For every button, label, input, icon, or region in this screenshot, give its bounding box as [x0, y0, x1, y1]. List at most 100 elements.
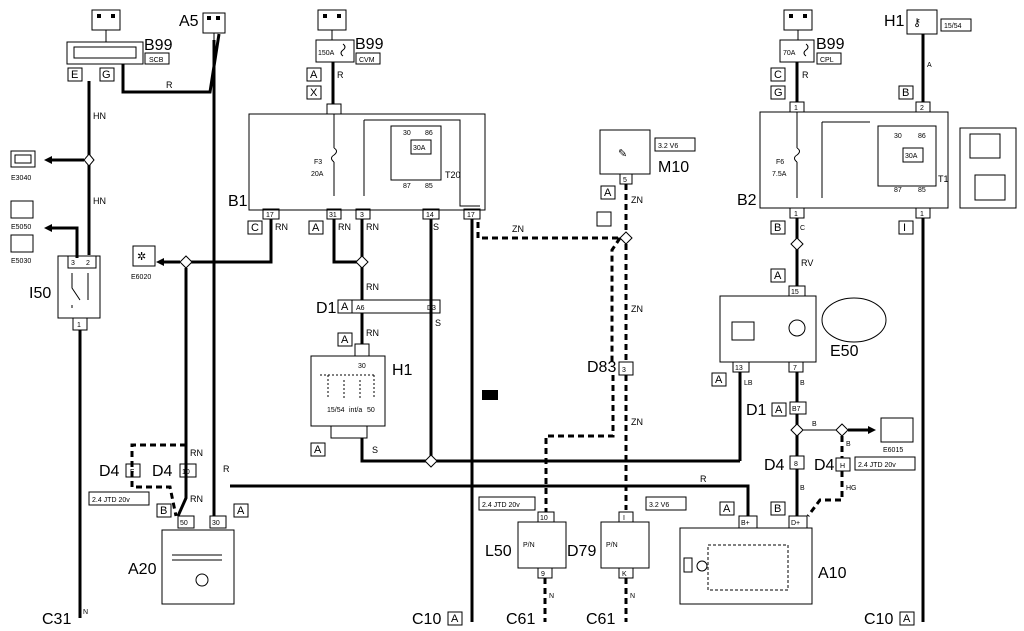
e50-inset [821, 297, 887, 343]
svg-text:A: A [341, 301, 349, 313]
svg-text:HG: HG [846, 485, 857, 492]
b2-box [759, 111, 949, 209]
b2-label: B2 [737, 192, 757, 209]
svg-text:C: C [800, 225, 805, 232]
svg-text:ZN: ZN [631, 195, 643, 205]
e50-box [719, 295, 817, 363]
svg-text:ZN: ZN [631, 304, 643, 314]
svg-text:3: 3 [622, 367, 626, 374]
d79-label: D79 [567, 543, 596, 560]
svg-text:3: 3 [71, 260, 75, 267]
d83-label: D83 [587, 359, 616, 376]
svg-text:T1: T1 [938, 174, 949, 184]
m10-label: M10 [658, 159, 689, 176]
svg-text:17: 17 [266, 212, 274, 219]
svg-text:RN: RN [190, 494, 203, 504]
svg-text:A: A [723, 503, 731, 515]
b99-mid-label: B99 [355, 36, 384, 53]
svg-text:B7: B7 [792, 406, 801, 413]
d4-right2-label: D4 [814, 457, 835, 474]
svg-text:B: B [774, 503, 781, 515]
i50-switch [57, 255, 101, 319]
battery-icon-mid [317, 9, 347, 31]
svg-text:2: 2 [86, 260, 90, 267]
conn-e: E [71, 69, 78, 81]
svg-text:N: N [549, 593, 554, 600]
svg-text:R: R [223, 464, 230, 474]
svg-text:A: A [312, 222, 320, 234]
svg-text:✲: ✲ [137, 251, 146, 263]
svg-text:RN: RN [366, 282, 379, 292]
svg-text:B: B [800, 485, 805, 492]
svg-text:HN: HN [93, 196, 106, 206]
ground-icon [482, 390, 498, 400]
svg-text:5: 5 [623, 177, 627, 184]
svg-text:8: 8 [794, 461, 798, 468]
svg-text:✎: ✎ [618, 148, 627, 160]
svg-text:ZN: ZN [512, 224, 524, 234]
svg-text:9: 9 [541, 571, 545, 578]
svg-text:CPL: CPL [820, 57, 834, 64]
d4-left2-label: D4 [152, 463, 173, 480]
l50-label: L50 [485, 543, 512, 560]
svg-text:A: A [604, 187, 612, 199]
svg-text:B: B [160, 505, 167, 517]
c10-right-label: C10 [864, 611, 893, 628]
e3040-icon [10, 150, 36, 168]
h1-mid-label: H1 [392, 362, 413, 379]
relay-t1 [877, 125, 937, 187]
svg-text:C: C [251, 222, 259, 234]
scb-tag: SCB [149, 57, 164, 64]
b99-right-label: B99 [816, 36, 845, 53]
svg-text:⚷: ⚷ [913, 17, 921, 29]
svg-text:2.4 JTD 20v: 2.4 JTD 20v [92, 497, 130, 504]
svg-text:14: 14 [426, 212, 434, 219]
e6020-label: E6020 [131, 274, 151, 281]
svg-text:15/54: 15/54 [327, 407, 345, 414]
svg-text:87: 87 [403, 183, 411, 190]
svg-text:70A: 70A [783, 50, 796, 57]
svg-text:15: 15 [791, 289, 799, 296]
svg-text:P/N: P/N [523, 542, 535, 549]
svg-text:F3: F3 [314, 159, 322, 166]
svg-text:RN: RN [338, 222, 351, 232]
svg-text:B: B [800, 380, 805, 387]
a10-alternator [679, 527, 813, 605]
svg-text:HN: HN [93, 111, 106, 121]
svg-text:B: B [774, 222, 781, 234]
h1-top-label: H1 [884, 13, 905, 30]
svg-text:A: A [310, 69, 318, 81]
d4-left1-label: D4 [99, 463, 120, 480]
svg-text:A: A [927, 62, 932, 69]
svg-text:N: N [83, 609, 88, 616]
svg-text:S: S [433, 222, 439, 232]
svg-text:I: I [623, 515, 625, 522]
svg-text:3: 3 [360, 212, 364, 219]
svg-text:A: A [314, 444, 322, 456]
svg-text:86: 86 [425, 130, 433, 137]
b99-scb-box [66, 41, 144, 65]
svg-text:50: 50 [367, 407, 375, 414]
e3040-label: E3040 [11, 175, 31, 182]
svg-text:A: A [903, 613, 911, 625]
c31-label: C31 [42, 611, 71, 628]
svg-text:85: 85 [918, 187, 926, 194]
a10-label: A10 [818, 565, 847, 582]
d1-right-label: D1 [746, 402, 767, 419]
svg-text:20A: 20A [311, 171, 324, 178]
svg-text:3.2 V6: 3.2 V6 [658, 143, 678, 150]
svg-text:B+: B+ [741, 520, 750, 527]
svg-text:B: B [812, 421, 817, 428]
d1-mid-label: D1 [316, 300, 337, 317]
fusebox-inset [959, 127, 1017, 209]
e6015-icon [880, 417, 914, 443]
svg-text:A: A [715, 374, 723, 386]
svg-text:K: K [622, 571, 627, 578]
e5030-label: E5030 [11, 258, 31, 265]
svg-text:30: 30 [358, 363, 366, 370]
svg-text:13: 13 [735, 365, 743, 372]
svg-text:N: N [630, 593, 635, 600]
d4-right1-label: D4 [764, 457, 785, 474]
svg-text:30: 30 [894, 133, 902, 140]
svg-text:7.5A: 7.5A [772, 171, 787, 178]
